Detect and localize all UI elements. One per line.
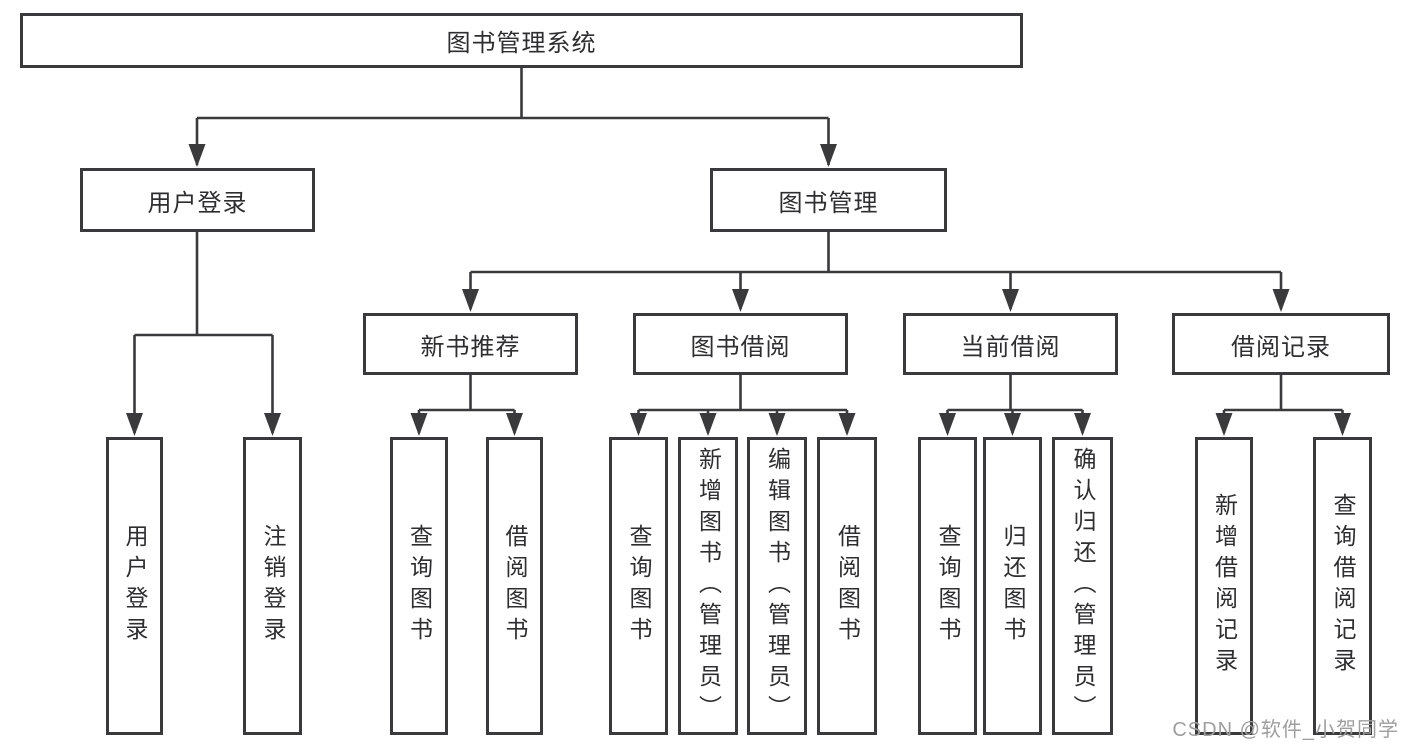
arrowhead (1272, 289, 1290, 312)
node-label: 当前借阅 (960, 333, 1061, 361)
node-label: 图书管理 (778, 189, 879, 217)
arrowhead (462, 289, 479, 312)
leaf-label: 确认归还（管理员） (1070, 446, 1096, 726)
node-label: 借阅记录 (1231, 333, 1331, 361)
leaf-newrec-borrow-book: 借阅图书 (486, 437, 543, 735)
arrowhead (838, 413, 856, 436)
arrowhead (820, 144, 837, 167)
leaf-label: 借阅图书 (502, 524, 528, 648)
node-root: 图书管理系统 (20, 13, 1023, 68)
leaf-label: 查询图书 (406, 524, 433, 648)
leaf-borrow-query-book: 查询图书 (609, 437, 668, 735)
node-label: 图书管理系统 (446, 30, 597, 57)
leaf-label: 用户登录 (122, 524, 148, 648)
leaf-current-confirm-return-admin: 确认归还（管理员） (1052, 437, 1113, 735)
arrowhead (1002, 289, 1019, 312)
arrowhead (768, 413, 786, 436)
arrowhead (1004, 413, 1021, 436)
leaf-borrow-add-book-admin: 新增图书（管理员） (678, 437, 738, 735)
arrowhead (1074, 413, 1091, 436)
leaf-record-query-record: 查询借阅记录 (1313, 437, 1372, 735)
leaf-borrow-edit-book-admin: 编辑图书（管理员） (747, 437, 807, 735)
arrowhead (126, 413, 143, 436)
leaf-label: 新增图书（管理员） (695, 446, 722, 726)
arrowhead (630, 413, 647, 436)
arrowhead (188, 144, 206, 167)
leaf-user-login: 用户登录 (106, 437, 163, 735)
node-new-book-recommend: 新书推荐 (363, 313, 578, 375)
arrowhead (506, 413, 523, 436)
leaf-current-return-book: 归还图书 (983, 437, 1042, 735)
leaf-label: 查询图书 (935, 524, 961, 648)
arrowhead (410, 413, 428, 436)
node-current-borrow: 当前借阅 (903, 313, 1118, 375)
leaf-label: 查询借阅记录 (1330, 493, 1356, 679)
node-user-login: 用户登录 (80, 168, 315, 232)
arrowhead (264, 413, 281, 436)
arrowhead (1215, 413, 1233, 436)
leaf-newrec-query-book: 查询图书 (390, 437, 448, 735)
connector-path (133, 67, 1344, 433)
arrowhead (699, 413, 717, 436)
leaf-logout: 注销登录 (243, 437, 302, 735)
arrowhead (939, 413, 956, 436)
leaf-borrow-borrow-book: 借阅图书 (817, 437, 877, 735)
leaf-label: 注销登录 (260, 524, 286, 648)
arrowhead (732, 289, 749, 312)
node-label: 图书借阅 (690, 333, 791, 361)
watermark: CSDN @软件_小贺同学 (1172, 719, 1399, 741)
leaf-label: 借阅图书 (834, 524, 861, 648)
leaf-label: 新增借阅记录 (1211, 493, 1238, 679)
leaf-label: 编辑图书（管理员） (764, 446, 791, 726)
leaf-record-add-record: 新增借阅记录 (1195, 437, 1253, 735)
leaf-label: 归还图书 (1000, 524, 1026, 648)
leaf-label: 查询图书 (626, 524, 652, 648)
node-label: 新书推荐 (420, 333, 521, 361)
leaf-current-query-book: 查询图书 (918, 437, 977, 735)
node-borrow-record: 借阅记录 (1172, 313, 1390, 375)
node-book-management: 图书管理 (710, 168, 947, 232)
node-book-borrow: 图书借阅 (633, 313, 848, 375)
node-label: 用户登录 (147, 189, 248, 217)
arrowhead (1334, 413, 1351, 436)
